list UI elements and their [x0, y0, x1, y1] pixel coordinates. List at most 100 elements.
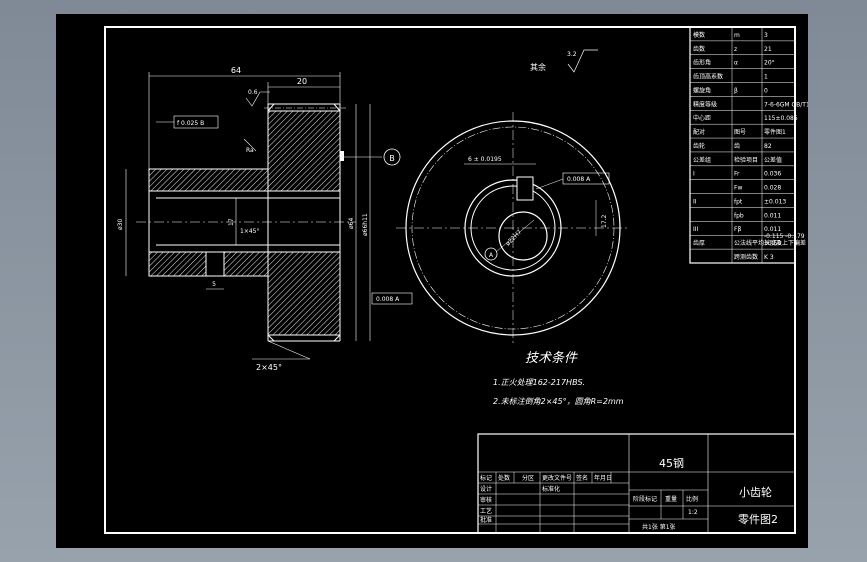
material-label: 45钢: [659, 457, 684, 470]
tb-change-doc: 更改文件号: [542, 474, 572, 482]
param-sym-10: Fr: [734, 171, 740, 178]
param-val-9: 公差值: [764, 156, 782, 164]
datum-a-callout: [484, 247, 498, 261]
param-sym-13: fpb: [734, 212, 744, 219]
notes-title: 技术条件: [525, 351, 578, 366]
dim-keyway-width: 6 ± 0.0195: [468, 156, 502, 163]
param-label-12: II: [693, 198, 697, 205]
tb-scale-value: 1:2: [688, 509, 698, 516]
param-label-15: 齿厚: [693, 239, 705, 247]
tb-zone: 分区: [522, 474, 534, 482]
tb-stage: 阶段标记: [633, 495, 657, 503]
param-val-1: 21: [764, 46, 772, 53]
param-label-1: 齿数: [693, 45, 705, 53]
tb-process: 工艺: [480, 507, 492, 515]
param-sym-0: m: [734, 32, 740, 39]
notes-line2: 2.未标注倒角2×45°，圆角R=2mm: [493, 397, 624, 406]
param-sym-7: 图号: [734, 129, 746, 136]
tb-date: 年月日: [594, 474, 612, 482]
param-label-9: 公差组: [693, 156, 711, 164]
datum-b-label: B: [389, 154, 395, 163]
dim-5: 5: [212, 281, 216, 288]
drawing-number: 零件图2: [738, 513, 778, 526]
param-label-3: 齿顶高系数: [693, 73, 723, 81]
param-val-7: 零件图1: [764, 128, 786, 136]
param-label-7: 配对: [693, 128, 705, 136]
tolerance-box-runout: [371, 292, 413, 305]
datum-b-callout: [383, 148, 401, 166]
dim-17: 17: [228, 218, 235, 226]
param-label-4: 螺旋角: [693, 86, 711, 94]
ra-label: Ra: [246, 147, 254, 154]
tb-count: 处数: [498, 474, 510, 482]
tb-sheet-info: 共1张 第1张: [642, 523, 676, 531]
param-sym-2: α: [734, 60, 738, 67]
param-val-11: 0.028: [764, 185, 781, 192]
hub-section-top: [148, 168, 269, 192]
tolerance-symmetry-text: 0.008 A: [567, 176, 591, 183]
param-sym-11: Fw: [734, 185, 742, 192]
param-sym-9: 检验项目: [734, 156, 758, 164]
dim-d64: ø64: [348, 218, 355, 229]
dim-d66: ø66h11: [362, 213, 369, 236]
notes-line1: 1.正火处理162-217HBS.: [493, 378, 585, 387]
dim-20: 20: [297, 77, 307, 86]
param-label-0: 模数: [693, 31, 705, 39]
param-val-12: ±0.013: [764, 198, 786, 205]
dim-17-2: 17.2: [601, 214, 608, 228]
title-block: 45钢 小齿轮 零件图2 标记 处数 分区 更改文件号 签名 年月日 设计 标准…: [477, 433, 796, 534]
front-view: 6 ± 0.0195 0.008 A 17.2 ø22H7 A 其余 3.2: [396, 49, 630, 344]
param-label-2: 齿形角: [693, 59, 711, 67]
param-sym-8: 齿: [734, 142, 740, 150]
part-name: 小齿轮: [739, 485, 772, 499]
param-label-8: 齿轮: [693, 142, 705, 150]
tb-sign: 签名: [576, 474, 588, 482]
rim-section-bottom: [267, 251, 341, 336]
technical-notes: 技术条件 1.正火处理162-217HBS. 2.未标注倒角2×45°，圆角R=…: [493, 351, 624, 406]
param-val-0: 3: [764, 32, 768, 39]
param-sym-1: z: [734, 46, 737, 53]
param-sym-15: 公法线平均长度及上下偏差: [734, 239, 806, 247]
bore-circle: [498, 211, 548, 261]
dim-64: 64: [231, 66, 241, 75]
param-label-6: 中心距: [693, 114, 711, 122]
tolerance-box-symmetry: [562, 172, 610, 185]
rest-finish-label: 其余: [530, 62, 546, 72]
param-sym-16: 跨测齿数: [734, 253, 758, 261]
param-deviation: -0.115 -0.179: [764, 233, 805, 240]
param-sym-12: fpt: [734, 198, 743, 205]
param-val-4: 0: [764, 87, 768, 94]
param-label-5: 精度等级: [693, 100, 717, 108]
param-label-14: III: [693, 226, 699, 233]
param-sym-14: Fβ: [734, 226, 741, 233]
tolerance-f-text: f 0.025 B: [177, 120, 204, 127]
tb-standard: 标准化: [542, 485, 560, 493]
dim-roughness: 0.6: [248, 89, 258, 96]
datum-a-label: A: [489, 252, 494, 259]
tb-check: 审核: [480, 496, 492, 504]
tb-scale: 比例: [686, 495, 698, 503]
tb-mark: 标记: [480, 474, 492, 482]
param-val-2: 20°: [764, 60, 775, 67]
param-val-10: 0.036: [764, 171, 781, 178]
tb-design: 设计: [480, 485, 492, 493]
rest-finish-ra: 3.2: [567, 51, 577, 58]
dim-chamfer-inner: 1×45°: [240, 228, 259, 235]
param-label-10: I: [693, 171, 695, 178]
keyway: [516, 176, 534, 201]
param-val-13: 0.011: [764, 212, 781, 219]
tb-approve: 批准: [480, 516, 492, 524]
param-val-6: 115±0.085: [764, 115, 798, 122]
param-val-15: 30.58: [764, 240, 781, 247]
section-view: [136, 103, 356, 342]
param-val-5: 7-6-6GM GB/T10095: [764, 101, 808, 108]
param-sym-4: β: [734, 87, 738, 94]
drawing-frame: [104, 26, 796, 534]
param-val-16: K 3: [764, 254, 774, 261]
drawing-sheet: 64 20 0.6 Ra f 0.025 B ø30 17 1×45° 5 ø6…: [56, 14, 808, 548]
tb-weight: 重量: [665, 495, 677, 503]
drawing-canvas: 64 20 0.6 Ra f 0.025 B ø30 17 1×45° 5 ø6…: [104, 26, 808, 534]
param-val-8: 82: [764, 143, 772, 150]
